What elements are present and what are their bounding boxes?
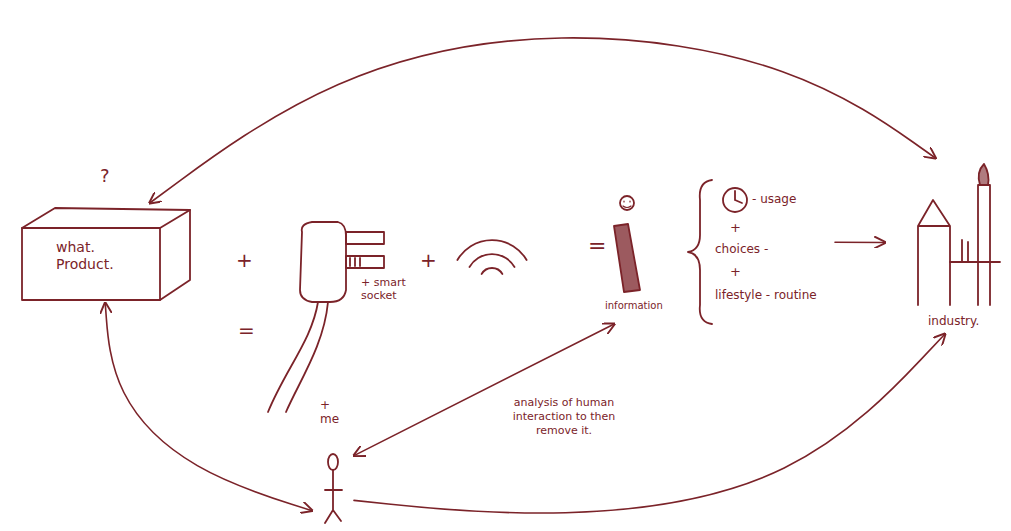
connector-label: analysis of human interaction to then re… <box>503 395 625 438</box>
node-text: what. Product. <box>56 239 136 273</box>
info-stem <box>614 224 640 292</box>
node-text: choices - <box>715 242 768 256</box>
node-text: lifestyle - routine <box>715 288 817 302</box>
info-dot <box>620 196 634 210</box>
clock-icon <box>723 188 747 212</box>
factory-tower <box>918 200 950 305</box>
factory-wall <box>950 240 1000 262</box>
bracket <box>688 180 712 324</box>
prong-hatching <box>350 258 360 266</box>
chimney-flame <box>979 164 989 185</box>
node-text: information <box>605 300 663 312</box>
info-smiley <box>623 201 631 208</box>
plug-body <box>300 222 346 302</box>
factory-chimney <box>978 185 990 305</box>
node-text: industry. <box>928 314 979 328</box>
node-text: + smart socket <box>361 276 413 302</box>
plus-sign: + <box>420 248 437 272</box>
product-box: what. Product. <box>18 203 196 303</box>
plug-prong <box>346 232 384 244</box>
box-top <box>22 208 190 228</box>
question-mark: ? <box>100 165 110 187</box>
wifi-arc <box>457 240 526 260</box>
node-text: + <box>730 220 741 236</box>
person-body <box>325 470 342 523</box>
node-text: + <box>730 264 741 280</box>
person-head <box>328 454 338 470</box>
box-front <box>22 228 160 300</box>
equals-sign: = <box>238 318 255 342</box>
plus-sign: + <box>236 248 253 272</box>
clock-hands <box>735 191 742 203</box>
industry-figure: industry. <box>885 158 1005 334</box>
smart-socket: + smart socket <box>295 220 417 315</box>
box-side <box>160 210 190 300</box>
wifi-arc <box>482 268 503 274</box>
plug-prong <box>346 256 384 268</box>
person-figure: + me <box>312 398 354 526</box>
equals-sign: = <box>588 233 606 259</box>
plug-cable <box>286 302 328 412</box>
information-block: information - usage + choices - + lifestyle -… <box>605 178 835 324</box>
wifi-arc <box>470 254 515 267</box>
connector-arrow <box>105 303 312 511</box>
connector-arrow <box>835 241 885 243</box>
node-text: - usage <box>752 192 796 206</box>
connector-arrow <box>354 334 945 513</box>
node-text: + me <box>320 398 346 427</box>
connector-arrow <box>150 38 936 203</box>
